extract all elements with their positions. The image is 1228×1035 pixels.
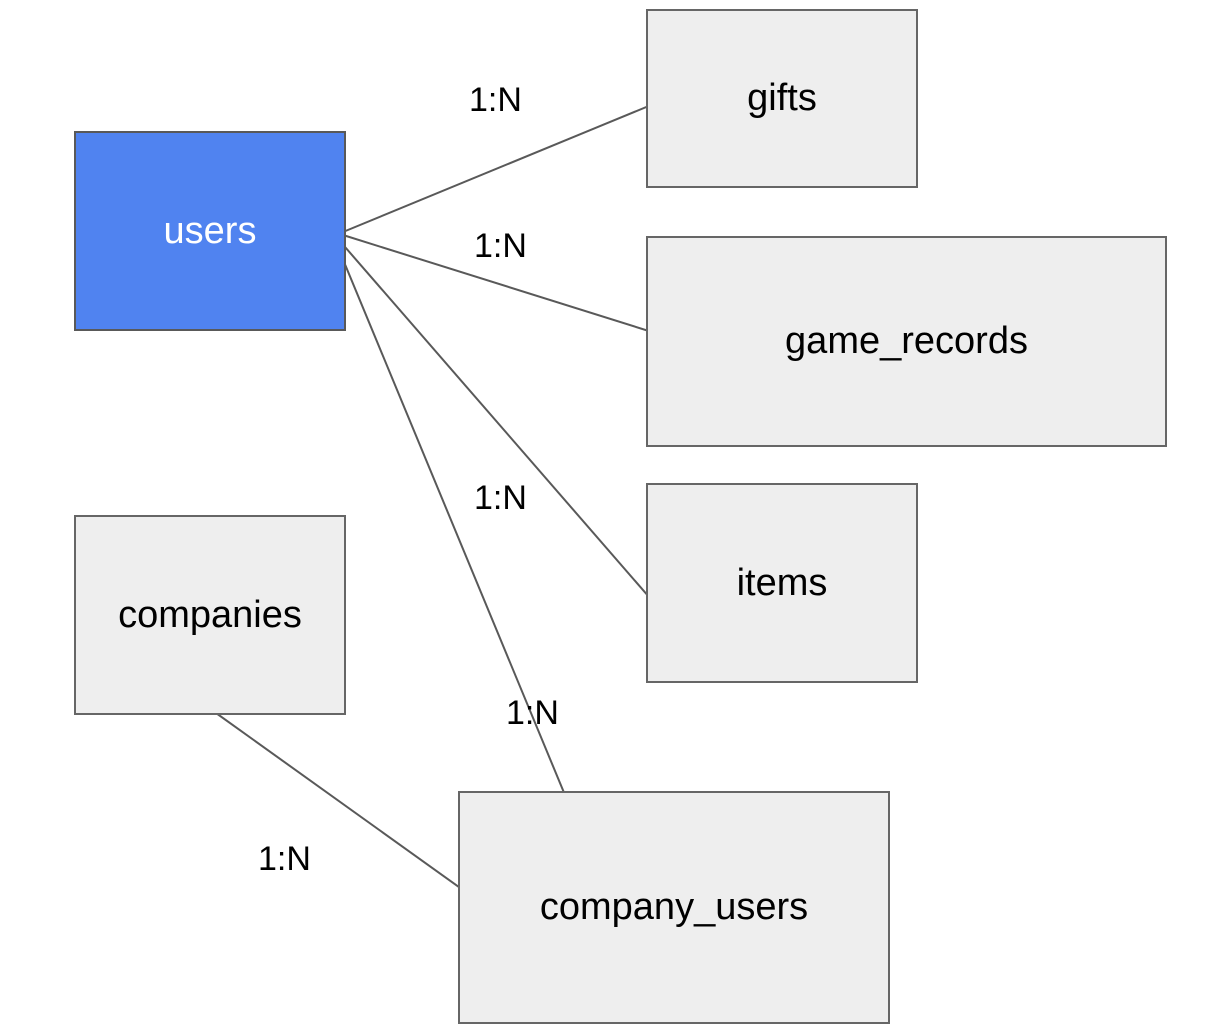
- edge-users-items: [331, 231, 657, 606]
- entity-companies[interactable]: companies: [74, 515, 346, 715]
- entity-game-records-label: game_records: [785, 320, 1028, 362]
- entity-gifts[interactable]: gifts: [646, 9, 918, 188]
- entity-users-label: users: [163, 209, 257, 252]
- entity-company-users-label: company_users: [539, 886, 809, 928]
- entity-users[interactable]: users: [74, 131, 346, 331]
- cardinality-users-items: 1:N: [474, 479, 527, 517]
- entity-items-label: items: [736, 561, 828, 604]
- cardinality-companies-company-users: 1:N: [258, 840, 311, 878]
- entity-company-users[interactable]: company_users: [458, 791, 890, 1024]
- cardinality-users-game-records: 1:N: [474, 227, 527, 265]
- entity-companies-label: companies: [118, 593, 302, 636]
- edge-users-gifts: [342, 101, 657, 233]
- entity-gifts-label: gifts: [747, 77, 817, 119]
- edge-users-company-users: [331, 232, 579, 825]
- edge-companies-company-users: [208, 707, 478, 901]
- edge-users-game-records: [342, 234, 669, 340]
- entity-items[interactable]: items: [646, 483, 918, 683]
- entity-game-records[interactable]: game_records: [646, 236, 1167, 447]
- cardinality-users-company-users: 1:N: [506, 694, 559, 732]
- cardinality-users-gifts: 1:N: [469, 81, 522, 119]
